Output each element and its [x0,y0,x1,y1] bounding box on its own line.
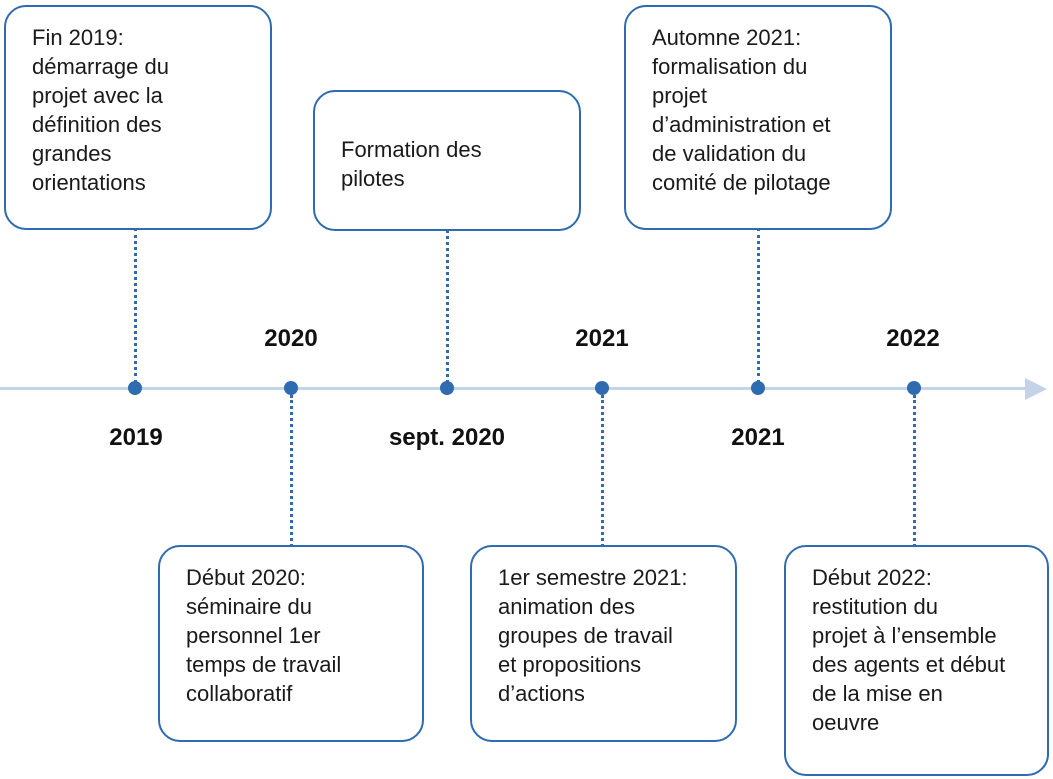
timeline-dot-2021-s1 [595,381,609,395]
date-label-2019: 2019 [109,424,163,451]
date-label-2021-s1: 2021 [575,325,629,352]
event-text: Début 2020: séminaire du personnel 1er t… [186,565,342,706]
timeline-dot-2019 [128,381,142,395]
connector-2021-automne [757,228,760,383]
connector-2019 [134,228,137,383]
date-label-sept-2020: sept. 2020 [388,424,506,451]
timeline-dot-2020 [284,381,298,395]
connector-2022 [913,395,916,547]
event-text: Formation des pilotes [341,137,482,191]
connector-sept-2020 [446,230,449,383]
connector-2020 [290,395,293,547]
event-box-debut-2022: Début 2022: restitution du projet à l’en… [784,545,1049,776]
event-box-2021-semestre: 1er semestre 2021: animation des groupes… [470,545,737,742]
event-text: 1er semestre 2021: animation des groupes… [498,565,688,706]
event-text: Début 2022: restitution du projet à l’en… [812,565,1006,735]
event-text: Automne 2021: formalisation du projet d’… [652,25,831,195]
date-label-2020: 2020 [264,325,318,352]
event-box-fin-2019: Fin 2019: démarrage du projet avec la dé… [4,5,272,230]
timeline-dot-2021-automne [751,381,765,395]
arrow-right-icon [1025,378,1047,400]
event-box-automne-2021: Automne 2021: formalisation du projet d’… [624,5,892,230]
timeline-dot-sept-2020 [440,381,454,395]
event-box-sept-2020: Formation des pilotes [313,90,581,231]
timeline-axis [0,387,1030,390]
date-label-2021-automne: 2021 [731,424,785,451]
event-text: Fin 2019: démarrage du projet avec la dé… [32,25,169,195]
connector-2021-s1 [601,395,604,547]
timeline-dot-2022 [907,381,921,395]
date-label-2022: 2022 [886,325,940,352]
event-box-debut-2020: Début 2020: séminaire du personnel 1er t… [158,545,424,742]
